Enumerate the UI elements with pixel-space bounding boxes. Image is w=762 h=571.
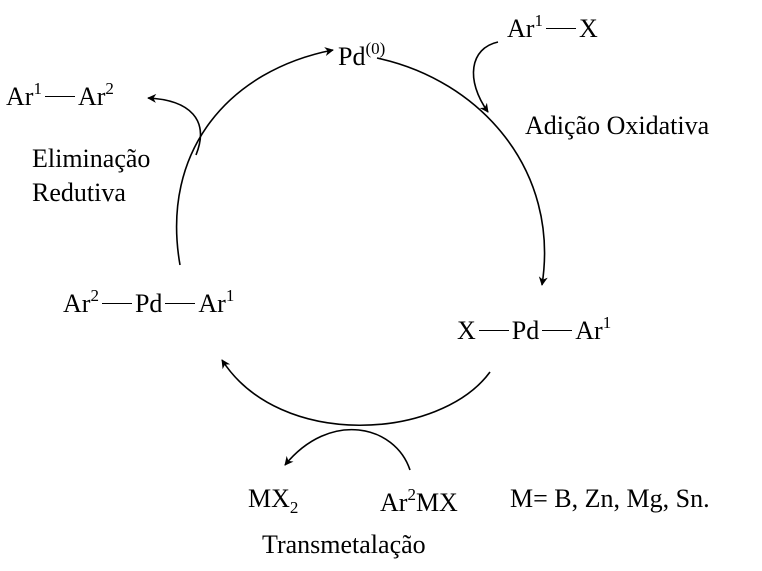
- metal-note: M= B, Zn, Mg, Sn.: [510, 484, 710, 513]
- arc-transmetalation: [221, 359, 491, 426]
- label-reductive-elimination-2: Redutiva: [32, 178, 126, 207]
- label-transmetalation: Transmetalação: [262, 530, 426, 559]
- reagent-ar2mx: Ar2MX: [380, 485, 458, 517]
- arrow-reagent-byproduct: [284, 428, 411, 471]
- byproduct-mx2: MX2: [248, 484, 299, 517]
- arrow-product-out: [147, 93, 202, 156]
- label-oxidative-addition: Adição Oxidativa: [525, 111, 710, 140]
- arc-reductive-elimination: [175, 47, 334, 266]
- arrow-ar1x-in: [472, 41, 499, 113]
- label-reductive-elimination-1: Eliminação: [32, 144, 151, 173]
- catalyst-pd0: Pd(0): [338, 39, 386, 71]
- arc-oxidative-addition: [376, 57, 548, 286]
